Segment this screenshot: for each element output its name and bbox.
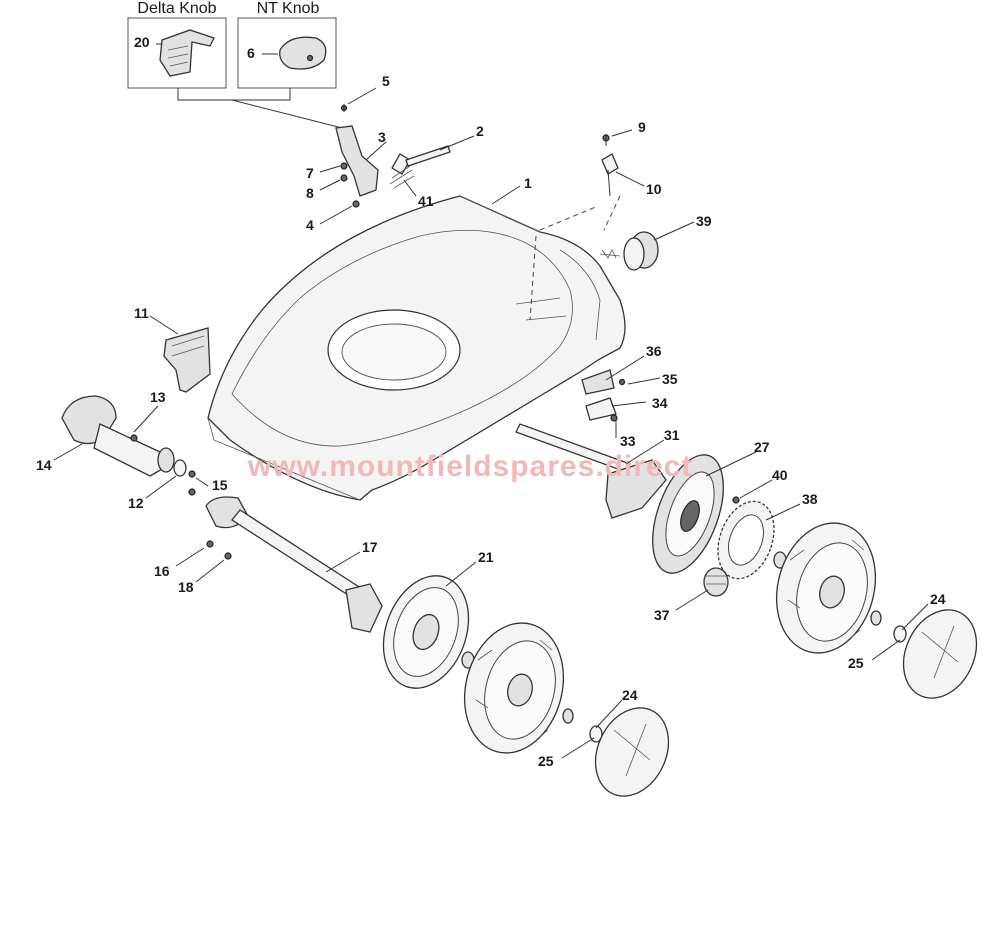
label-11: 11 bbox=[134, 305, 149, 321]
pin-parts bbox=[601, 134, 619, 197]
part-labels: 5 2 3 7 8 4 41 1 9 10 39 11 13 14 12 15 … bbox=[36, 73, 946, 769]
label-38: 38 bbox=[802, 491, 818, 507]
label-37: 37 bbox=[654, 607, 670, 623]
label-41: 41 bbox=[418, 193, 434, 209]
label-40: 40 bbox=[772, 467, 788, 483]
gear-39 bbox=[599, 231, 659, 271]
label-31: 31 bbox=[664, 427, 680, 443]
nt-knob-title: NT Knob bbox=[257, 0, 320, 17]
label-24-rear: 24 bbox=[930, 591, 946, 607]
label-2: 2 bbox=[476, 123, 484, 139]
label-14: 14 bbox=[36, 457, 52, 473]
leader-lines bbox=[53, 87, 929, 759]
label-13: 13 bbox=[150, 389, 166, 405]
disc-21 bbox=[382, 575, 470, 689]
height-lever bbox=[335, 104, 451, 208]
label-12: 12 bbox=[128, 495, 144, 511]
label-33: 33 bbox=[620, 433, 636, 449]
delta-knob-title: Delta Knob bbox=[137, 0, 216, 17]
label-18: 18 bbox=[178, 579, 194, 595]
label-17: 17 bbox=[362, 539, 378, 555]
part-11 bbox=[163, 327, 211, 393]
watermark: www.mountfieldspares.direct bbox=[247, 450, 692, 483]
label-25-front: 25 bbox=[538, 753, 554, 769]
rear-axle-31 bbox=[515, 369, 667, 519]
label-4: 4 bbox=[306, 217, 314, 233]
label-27: 27 bbox=[754, 439, 770, 455]
label-7: 7 bbox=[306, 165, 314, 181]
label-34: 34 bbox=[652, 395, 668, 411]
label-9: 9 bbox=[638, 119, 646, 135]
label-1: 1 bbox=[524, 175, 532, 191]
nt-knob-inset: NT Knob 6 bbox=[237, 0, 337, 89]
label-5: 5 bbox=[382, 73, 390, 89]
label-36: 36 bbox=[646, 343, 662, 359]
delta-knob-inset: Delta Knob 20 bbox=[127, 0, 227, 89]
label-10: 10 bbox=[646, 181, 662, 197]
rear-wheel bbox=[773, 522, 978, 699]
label-39: 39 bbox=[696, 213, 712, 229]
knob-14-assembly bbox=[61, 395, 196, 478]
label-15: 15 bbox=[212, 477, 228, 493]
label-35: 35 bbox=[662, 371, 678, 387]
front-axle-17 bbox=[188, 488, 383, 633]
label-3: 3 bbox=[378, 129, 386, 145]
rear-drive bbox=[652, 454, 775, 597]
front-wheel bbox=[461, 622, 670, 797]
label-20: 20 bbox=[134, 34, 150, 50]
label-24-front: 24 bbox=[622, 687, 638, 703]
label-8: 8 bbox=[306, 185, 314, 201]
label-25-rear: 25 bbox=[848, 655, 864, 671]
label-6: 6 bbox=[247, 45, 255, 61]
label-21: 21 bbox=[478, 549, 494, 565]
label-16: 16 bbox=[154, 563, 170, 579]
mower-deck bbox=[207, 195, 626, 501]
